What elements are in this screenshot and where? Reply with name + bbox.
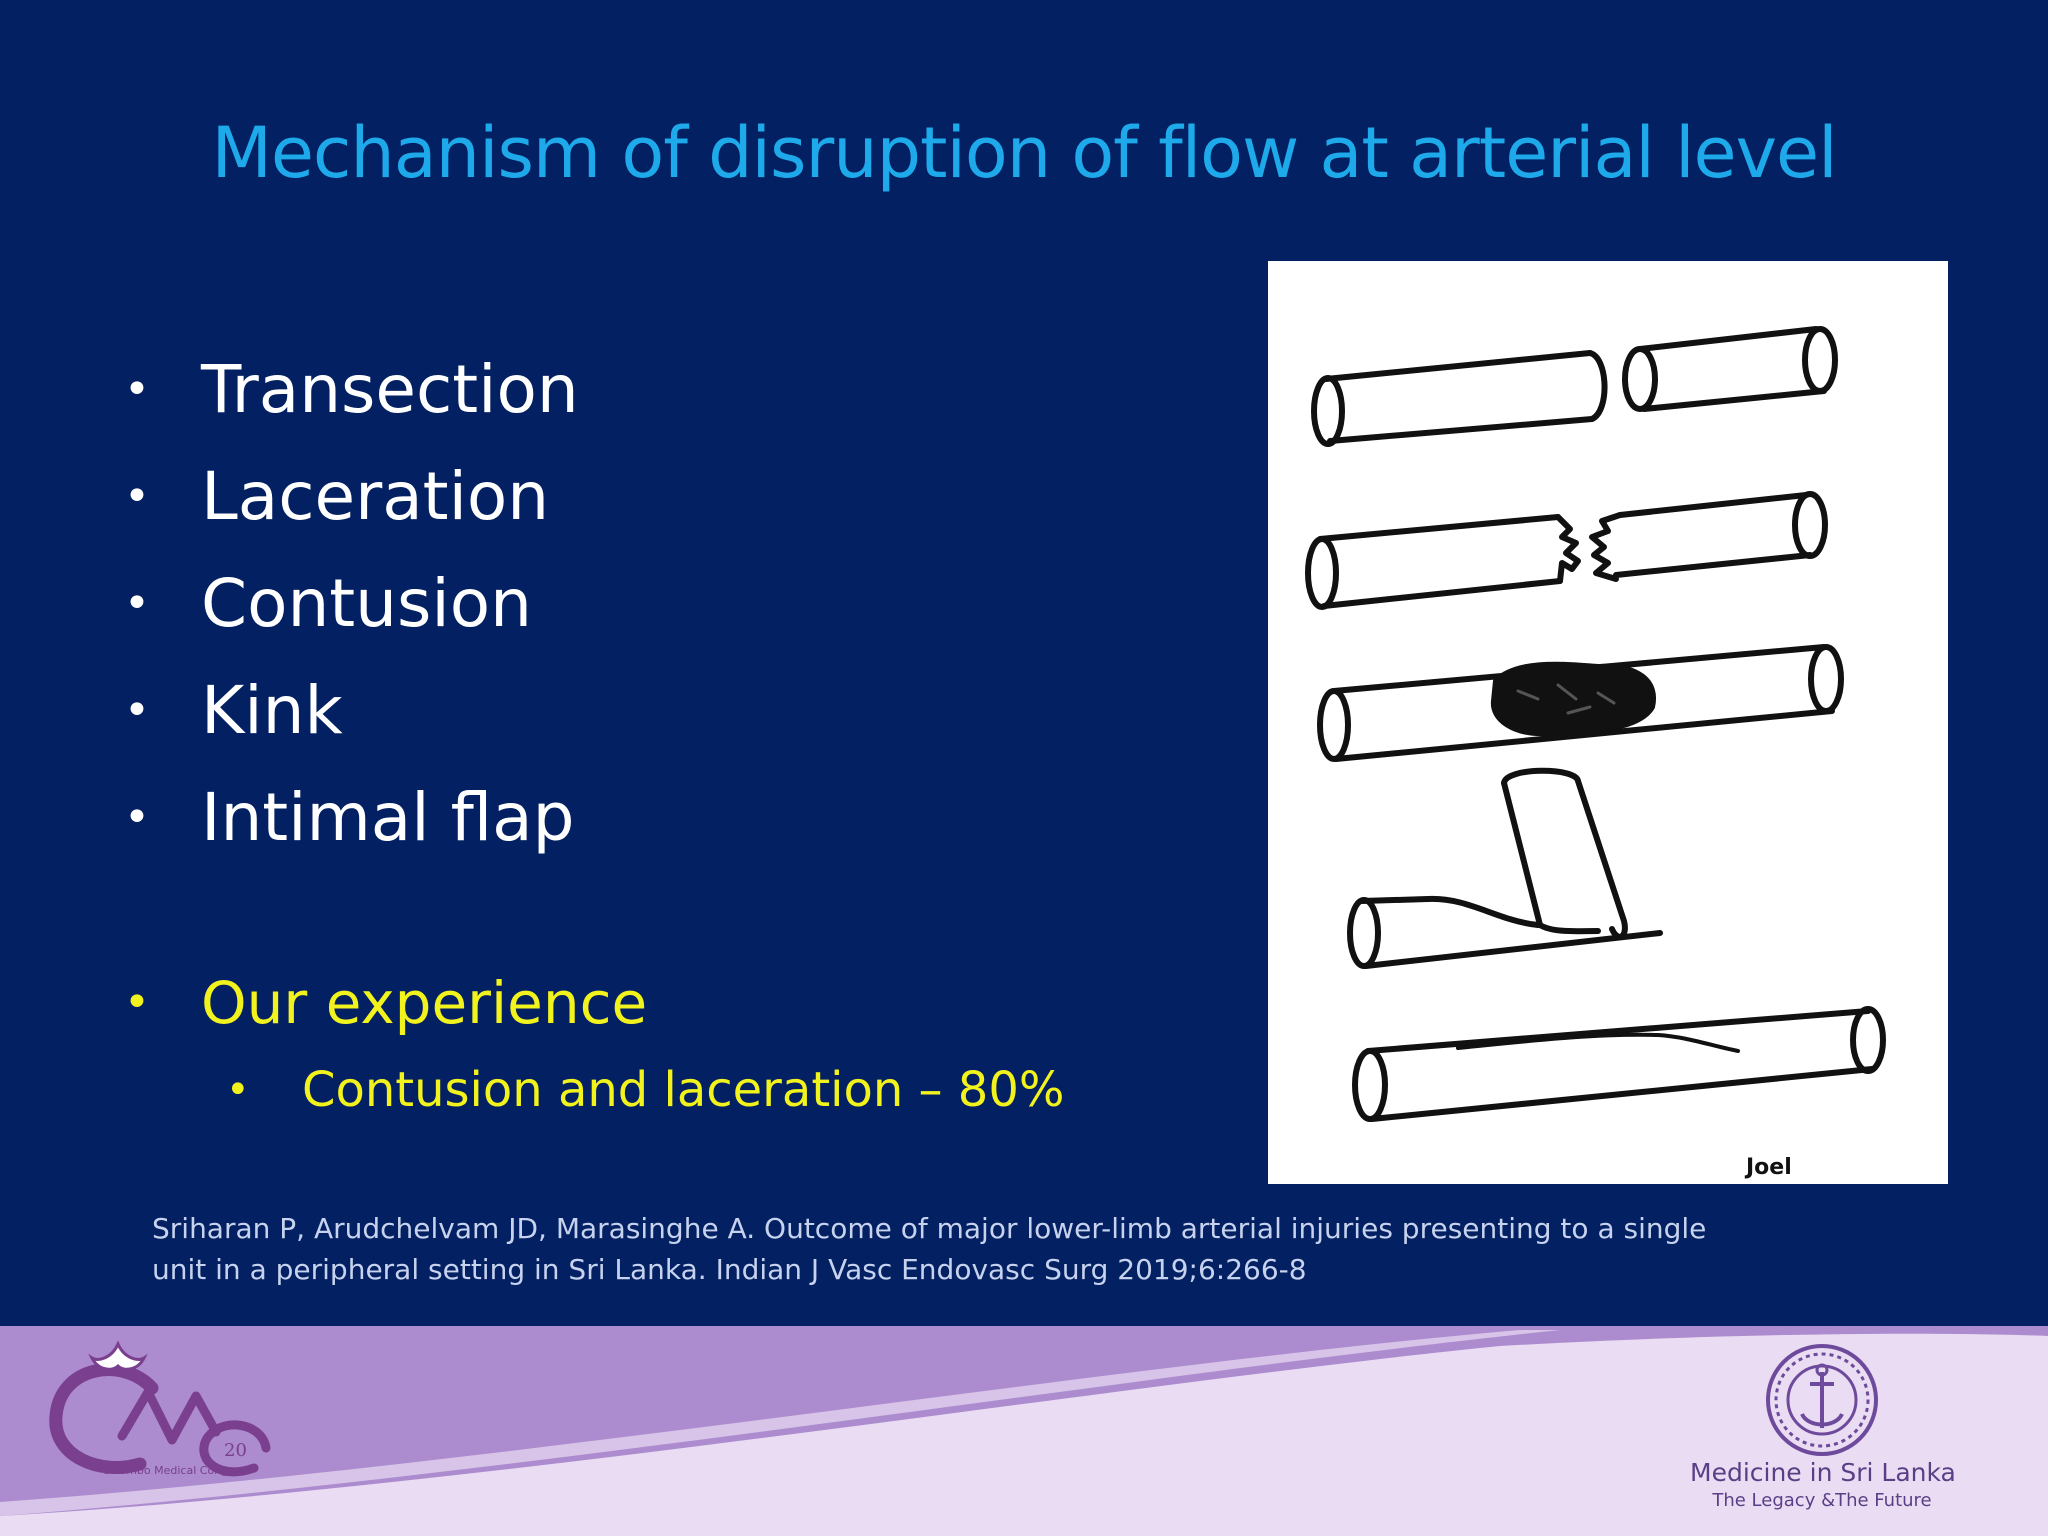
- contusion-drawing: [1317, 644, 1844, 762]
- bullet-dot: •: [124, 685, 150, 736]
- cmc-logo-icon: Colombo Medical Congress 20: [40, 1336, 280, 1486]
- kink-drawing: [1347, 767, 1663, 969]
- bullet-label: Laceration: [201, 458, 550, 535]
- bullet-label: Intimal flap: [201, 779, 575, 856]
- bullet-label: Contusion: [201, 565, 532, 642]
- intimal-flap-drawing: [1352, 1006, 1886, 1122]
- transection-drawing: [1311, 326, 1838, 447]
- citation: Sriharan P, Arudchelvam JD, Marasinghe A…: [152, 1212, 1707, 1286]
- bullet-label: Kink: [201, 672, 343, 749]
- bullet-dot: •: [124, 792, 150, 843]
- bullet-dot: •: [226, 1067, 250, 1113]
- bullet-dot: •: [124, 364, 150, 415]
- bullet-dot: •: [124, 578, 150, 629]
- arterial-injury-illustration: Joel: [1268, 261, 1948, 1184]
- cmc-logo-year: 20: [224, 1440, 247, 1461]
- experience-detail-label: Contusion and laceration – 80%: [302, 1062, 1065, 1118]
- bullet-label: Transection: [201, 351, 579, 428]
- artist-signature: Joel: [1744, 1155, 1792, 1180]
- slide-title: Mechanism of disruption of flow at arter…: [211, 112, 1837, 194]
- footer-band: [0, 1326, 2048, 1536]
- laceration-drawing: [1305, 491, 1828, 610]
- cmc-logo-text: Colombo Medical Congress: [102, 1464, 251, 1477]
- bullet-dot: •: [124, 471, 150, 522]
- medicine-in-sri-lanka-title: Medicine in Sri Lanka: [1690, 1458, 1956, 1487]
- bullet-dot: •: [124, 977, 150, 1028]
- seal-icon: [1764, 1342, 1880, 1458]
- medicine-in-sri-lanka-subtitle: The Legacy &The Future: [1712, 1490, 1932, 1511]
- experience-label: Our experience: [201, 969, 648, 1037]
